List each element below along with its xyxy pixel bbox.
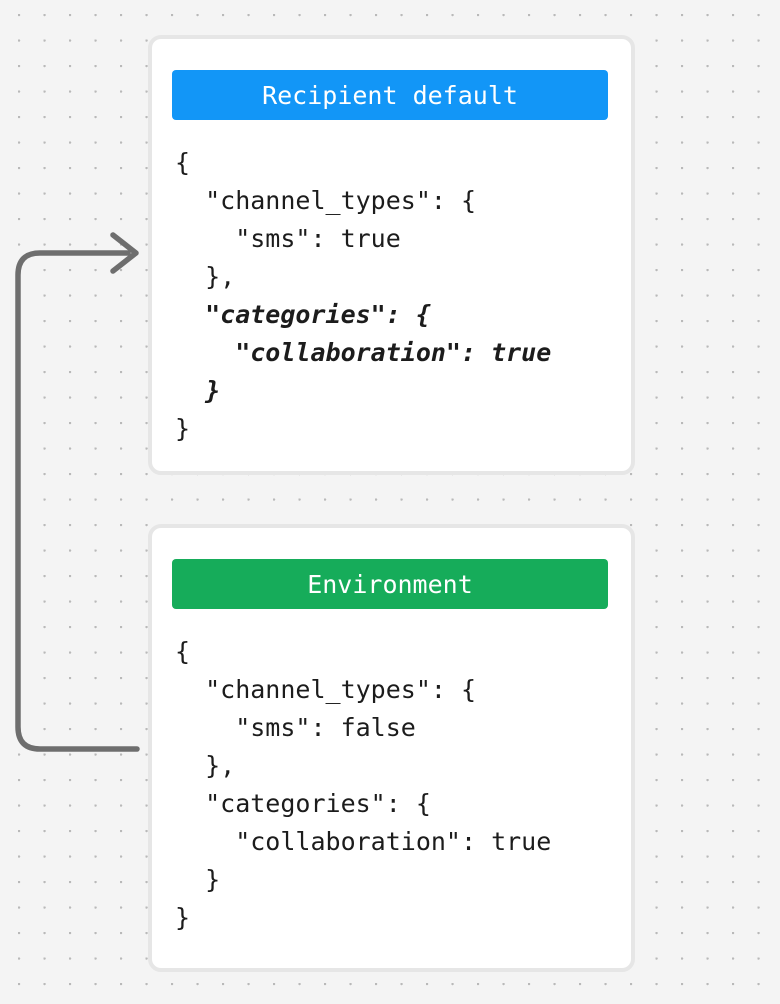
code-block-recipient-default: { "channel_types": { "sms": true }, "cat… xyxy=(175,144,551,448)
flow-arrow-head-icon xyxy=(110,232,139,274)
card-environment[interactable]: Environment { "channel_types": { "sms": … xyxy=(148,524,635,972)
code-line: "categories": { xyxy=(175,789,431,818)
code-line: "channel_types": { xyxy=(175,186,477,215)
code-line: "collaboration": true xyxy=(175,827,552,856)
flow-arrow-path xyxy=(15,250,140,752)
card-recipient-default[interactable]: Recipient default { "channel_types": { "… xyxy=(148,35,635,475)
code-line: "channel_types": { xyxy=(175,675,477,704)
card-header-environment: Environment xyxy=(172,559,608,609)
code-line: "collaboration": true xyxy=(175,338,552,367)
code-line: } xyxy=(175,414,191,443)
flow-arrow xyxy=(15,232,140,752)
code-line: }, xyxy=(175,262,236,291)
code-line: { xyxy=(175,637,191,666)
code-line: "sms": false xyxy=(175,713,416,742)
code-line: }, xyxy=(175,751,236,780)
code-line: "sms": true xyxy=(175,224,401,253)
code-line: { xyxy=(175,148,191,177)
code-block-environment: { "channel_types": { "sms": false }, "ca… xyxy=(175,633,551,937)
card-header-recipient-default: Recipient default xyxy=(172,70,608,120)
code-line: } xyxy=(175,903,191,932)
code-line: } xyxy=(175,865,221,894)
code-line: } xyxy=(175,376,221,405)
code-line: "categories": { xyxy=(175,300,431,329)
